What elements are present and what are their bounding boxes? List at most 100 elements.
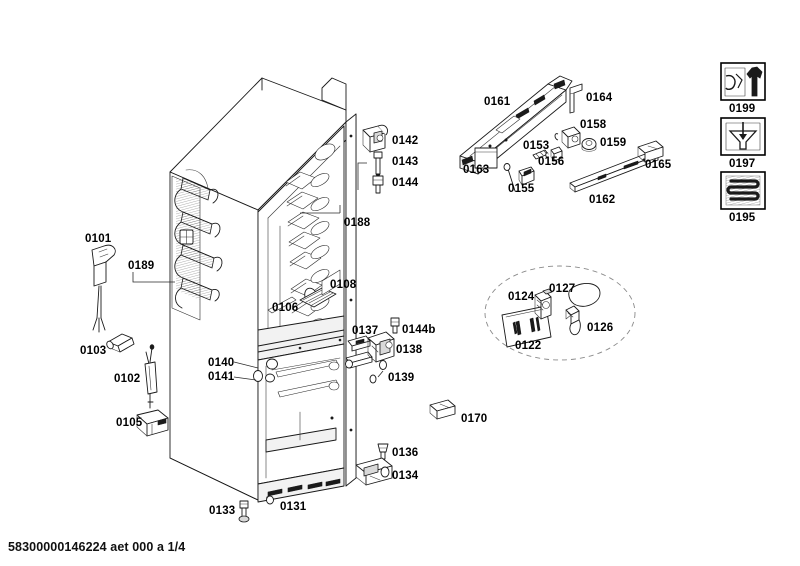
label-0105: 0105 [116,417,143,429]
part-0163 [474,147,498,169]
label-0164: 0164 [586,92,613,104]
label-0103: 0103 [80,345,106,357]
label-0137: 0137 [352,325,378,337]
door-hinge-group [233,317,456,523]
label-0122: 0122 [515,340,541,352]
label-0162: 0162 [589,194,615,206]
part-0143 [373,151,383,180]
part-0137 [347,335,371,352]
part-0134 [355,457,393,486]
label-0161: 0161 [484,96,511,108]
hinge-bush-0140 [266,358,278,370]
base-vent-slots [267,478,341,497]
label-0126: 0126 [587,322,613,334]
leader-0189 [132,272,175,283]
label-0170: 0170 [461,413,487,425]
label-0124: 0124 [508,291,535,303]
part-0144-top [372,175,384,194]
floor-rail [267,296,297,314]
part-0158 [554,126,581,149]
lamp-group [484,265,636,361]
label-0106: 0106 [272,302,298,314]
label-0189: 0189 [128,260,154,272]
part-0137b [345,351,373,369]
part-0131 [266,495,274,505]
label-0144: 0144 [392,177,419,189]
part-0124 [534,288,553,320]
air-duct-grille-0106 [299,287,337,308]
label-0188: 0188 [344,217,371,229]
label-0139: 0139 [388,372,414,384]
part-0127 [568,282,601,307]
part-0102 [144,344,158,409]
label-0136: 0136 [392,447,418,459]
label-0142: 0142 [392,135,418,147]
leader-0142-group [357,162,367,190]
leader-0141 [233,376,257,381]
evaporator-coil [174,169,223,309]
part-0159 [581,138,597,152]
part-0133 [238,500,250,523]
part-0105 [136,409,169,437]
part-0170 [429,399,456,420]
label-0163: 0163 [463,164,489,176]
part-0136 [377,443,389,460]
label-0199: 0199 [729,103,755,115]
part-0103 [106,333,135,353]
part-0139-washer-a [379,360,387,370]
hinge-washer-0141 [265,373,275,383]
drawing-footer-text: 58300000146224 aet 000 a 1/4 [8,540,185,554]
drawer-rail-group [459,75,664,193]
label-0133: 0133 [209,505,235,517]
freezer-base-shelf [265,427,337,453]
part-0126 [565,305,581,336]
label-0155: 0155 [508,183,535,195]
label-0138: 0138 [396,344,423,356]
leader-0139 [377,370,384,378]
cabinet-assembly [169,77,357,503]
label-0141: 0141 [208,371,235,383]
part-0165 [637,140,664,163]
label-0195: 0195 [729,212,756,224]
part-0156 [545,146,563,162]
label-0143: 0143 [392,156,418,168]
label-0127: 0127 [549,283,575,295]
label-0108: 0108 [330,279,357,291]
label-0101: 0101 [85,233,112,245]
part-0164 [569,83,583,114]
wrench-icon [746,66,763,97]
label-0131: 0131 [280,501,307,513]
hinge-washer-alt [253,370,263,382]
label-0197: 0197 [729,158,755,170]
callout-labels: 0199 0197 0195 0101 0189 0103 0102 0105 … [80,92,756,517]
part-0161 [459,75,573,175]
shelf-rib-set [285,171,324,317]
label-0165: 0165 [645,159,672,171]
part-0144-right [390,317,400,334]
leader-0140 [233,361,259,369]
duct-panel [321,269,341,296]
part-0101 [91,244,116,333]
icon-box-group [720,62,766,210]
label-0140: 0140 [208,357,234,369]
label-0156: 0156 [538,156,564,168]
label-0159: 0159 [600,137,626,149]
wrench-nut-icon [725,74,736,91]
left-parts-group [91,244,175,437]
lamp-group-boundary [484,265,636,361]
part-0155 [503,163,535,192]
label-0102: 0102 [114,373,140,385]
part-0122 [501,305,552,348]
cabinet-top-tab [321,77,347,111]
part-0142 [362,124,389,153]
label-0144-right: 0144b [402,324,436,336]
coil-icon [726,179,760,201]
label-0158: 0158 [580,119,607,131]
part-0138 [367,331,395,363]
label-0153: 0153 [523,140,549,152]
down-arrow-icon [739,134,747,140]
part-0139-washer-b [369,374,377,384]
label-0134: 0134 [392,470,419,482]
